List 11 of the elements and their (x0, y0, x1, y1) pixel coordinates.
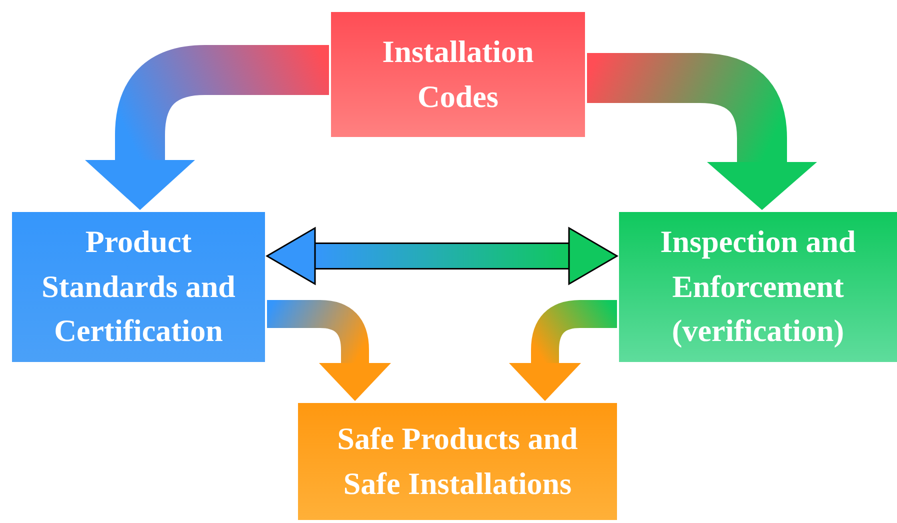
curved-arrow (509, 300, 617, 401)
curved-arrow (267, 300, 391, 401)
process-box (331, 12, 585, 137)
process-box (12, 212, 265, 362)
box-label: Inspection and Enforcement (verification) (659, 222, 857, 350)
double-arrow (266, 227, 618, 285)
process-box (298, 403, 617, 520)
box-label: Safe Products and Safe Installations (336, 420, 579, 502)
box-label: Product Standards and Certification (40, 222, 236, 350)
box-label: Installation Codes (381, 32, 535, 116)
process-box (619, 212, 897, 362)
